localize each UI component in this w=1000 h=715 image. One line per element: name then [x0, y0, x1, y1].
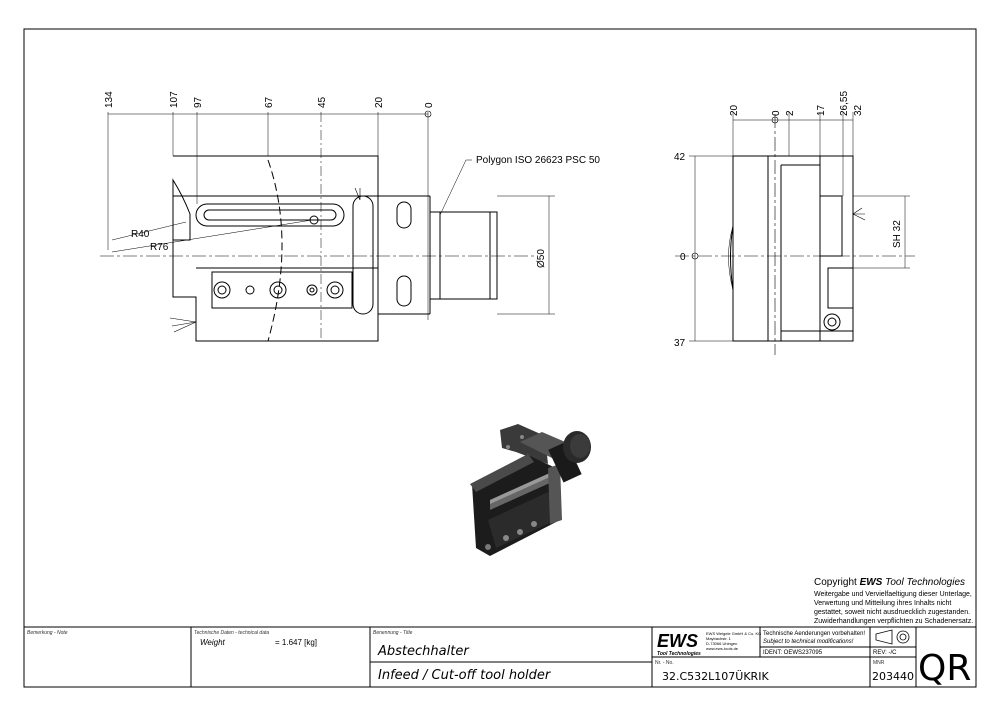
note-label: Bemerkung - Note — [27, 630, 68, 636]
front-view — [169, 155, 498, 342]
title-label: Benennung - Title — [373, 630, 413, 636]
nr-label: Nr. - No. — [655, 660, 674, 666]
company-line-2: Maybachstr. 1 — [706, 636, 732, 641]
side-view — [728, 155, 866, 342]
projection-symbol-icon — [875, 629, 910, 645]
dim-67: 67 — [264, 96, 275, 108]
dim-107: 107 — [169, 91, 180, 108]
zero-marker — [424, 110, 432, 118]
copyright-line-1: Weitergabe und Vervielfaeltigung dieser … — [814, 591, 972, 598]
dim-0: 0 — [424, 102, 435, 108]
mnr-label: MNR — [873, 660, 885, 666]
side-dim-26-55: 26,55 — [839, 91, 850, 116]
rev: REV: -/C — [873, 650, 897, 656]
side-center-marker — [691, 252, 699, 260]
copyright-prefix: Copyright — [814, 577, 860, 588]
side-dim-lines — [689, 112, 910, 342]
side-dim-42: 42 — [674, 152, 686, 163]
title-block — [24, 626, 976, 687]
company-line-1: EWS Weigele GmbH & Co. KG — [706, 631, 761, 636]
diameter-label: Ø50 — [536, 249, 547, 268]
front-dim-lines — [107, 112, 555, 340]
dim-134: 134 — [104, 91, 115, 108]
svg-text:Copyright EWS Tool Technologie: Copyright EWS Tool Technologies — [814, 577, 965, 588]
side-dim-37: 37 — [674, 338, 686, 349]
title-de: Abstechhalter — [377, 644, 470, 659]
title-block-text: Bemerkung - Note Technische Daten - tech… — [27, 630, 971, 689]
side-dim-0-left: 0 — [680, 252, 686, 263]
mnr-value: 203440 — [872, 670, 914, 683]
copyright-suffix: Tool Technologies — [882, 577, 965, 588]
side-dim-2: 2 — [785, 110, 796, 116]
part-number: 32.C532L107ÜKRIK — [662, 670, 769, 683]
company-line-4: www.ews-tools.de — [706, 646, 739, 651]
tech-data-label: Technische Daten - technical data — [194, 630, 269, 636]
side-dim-17: 17 — [816, 104, 827, 116]
side-dim-32: 32 — [853, 104, 864, 116]
side-dim-20: 20 — [729, 104, 740, 116]
ews-logo-sub: Tool Technologies — [657, 651, 701, 657]
drawing-frame — [23, 28, 977, 688]
radius-r40: R40 — [131, 229, 150, 240]
dim-97: 97 — [193, 96, 204, 108]
copyright-line-2: Verwertung und Mitteilung ihres Inhalts … — [814, 600, 951, 607]
copyright-brand: EWS — [860, 577, 883, 588]
weight-value: = 1.647 [kg] — [275, 638, 317, 647]
sh-label: SH 32 — [892, 220, 903, 248]
radius-r76: R76 — [150, 242, 169, 253]
ews-logo: EWS — [657, 631, 698, 651]
iso-view — [470, 424, 591, 556]
copyright-block: Copyright EWS Tool Technologies Weiterga… — [814, 577, 973, 625]
side-zero-marker — [771, 116, 779, 124]
company-line-3: D-73066 Uhingen — [706, 641, 737, 646]
front-dim-labels: 134 107 97 67 45 20 0 R40 R76 Polygon IS… — [104, 91, 600, 268]
tech-change-en: Subject to technical modifications! — [763, 639, 854, 645]
tech-change-de: Technische Aenderungen vorbehalten! — [763, 631, 865, 637]
qr-code-label: QR — [918, 648, 971, 689]
side-dim-labels: 20 0 2 17 26,55 32 42 0 37 SH 32 — [674, 91, 903, 349]
weight-label: Weight — [200, 638, 226, 647]
copyright-line-4: Zuwiderhandlungen verpflichten zu Schade… — [814, 618, 973, 625]
ident: IDENT: OEWS237095 — [763, 650, 823, 656]
title-en: Infeed / Cut-off tool holder — [378, 668, 552, 683]
polygon-label: Polygon ISO 26623 PSC 50 — [476, 155, 600, 166]
side-dim-0: 0 — [771, 110, 782, 116]
dim-45: 45 — [317, 96, 328, 108]
dim-20: 20 — [374, 96, 385, 108]
copyright-line-3: gestattet, soweit nicht ausdruecklich zu… — [814, 609, 970, 616]
